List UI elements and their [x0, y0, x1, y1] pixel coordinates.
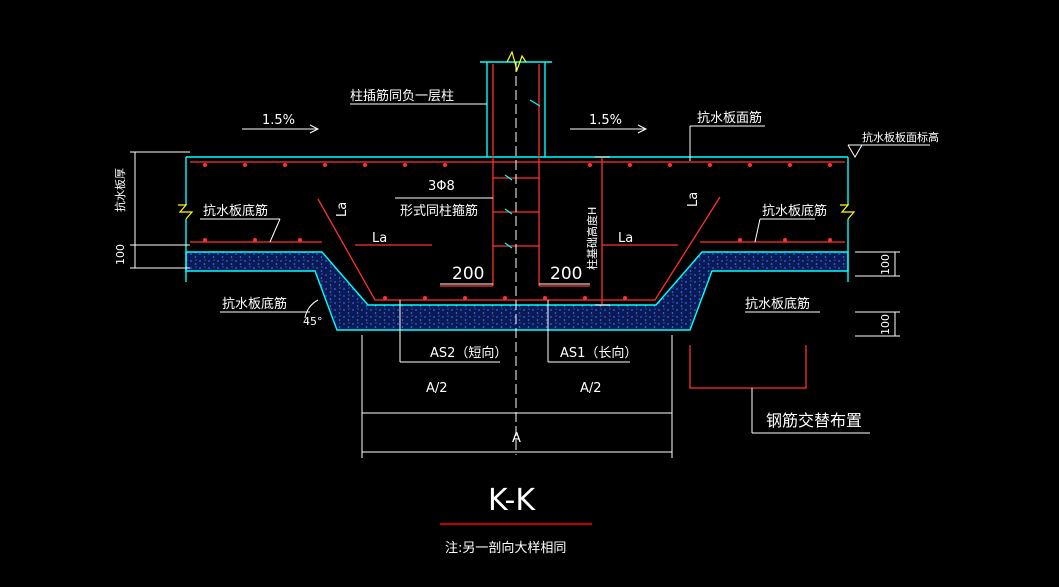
section-note: 注:另一剖向大样相同	[445, 540, 566, 556]
stirrups-form-label: 形式同柱箍筋	[400, 203, 478, 219]
half-a-left-label: A/2	[426, 381, 448, 396]
column-dowel-label: 柱插筋同负一层柱	[350, 88, 454, 104]
section-title: K-K	[488, 483, 536, 518]
total-a-label: A	[512, 431, 521, 446]
left-break-mark	[178, 204, 194, 220]
rebar-dots	[203, 163, 832, 300]
slope-left-label: 1.5%	[262, 113, 295, 128]
slope-right-label: 1.5%	[589, 113, 622, 128]
stirrups-qty-label: 3Φ8	[428, 179, 455, 194]
slab-outline	[185, 61, 849, 282]
as2-label: AS2（短向）	[430, 345, 507, 361]
slab-top-rebar-label: 抗水板面筋	[697, 110, 762, 126]
rebar-cross-label: 钢筋交替布置	[766, 411, 862, 430]
dim-200-left: 200	[452, 264, 484, 284]
pit-depth-label: 柱基础高度H	[585, 207, 599, 270]
dimension-lines	[130, 62, 930, 458]
angle-label: 45°	[303, 315, 323, 328]
slab-thickness-label: 抗水板厚	[113, 168, 127, 212]
bottom-rebar-label-4: 抗水板底筋	[745, 296, 810, 312]
concrete-bedding	[185, 251, 849, 331]
rebar-lines	[190, 64, 845, 389]
dim-100-left-label: 100	[114, 244, 127, 265]
dim-100-right-2: 100	[879, 314, 892, 335]
bottom-rebar-label-1: 抗水板底筋	[203, 203, 268, 219]
as1-label: AS1（长向）	[560, 345, 637, 361]
la-label-2: La	[372, 231, 387, 246]
half-a-right-label: A/2	[580, 381, 602, 396]
la-label-3: La	[618, 231, 633, 246]
la-label-4: La	[686, 192, 701, 207]
bottom-rebar-label-2: 抗水板底筋	[762, 203, 827, 219]
slab-top-elevation-label: 抗水板板面标高	[862, 130, 939, 144]
dim-100-right-1: 100	[879, 254, 892, 275]
column-ties	[504, 99, 541, 249]
right-break-mark	[840, 204, 856, 220]
dim-200-right: 200	[550, 264, 582, 284]
la-label-1: La	[335, 202, 350, 217]
bottom-rebar-label-3: 抗水板底筋	[222, 296, 287, 312]
column-break-mark	[506, 50, 527, 72]
